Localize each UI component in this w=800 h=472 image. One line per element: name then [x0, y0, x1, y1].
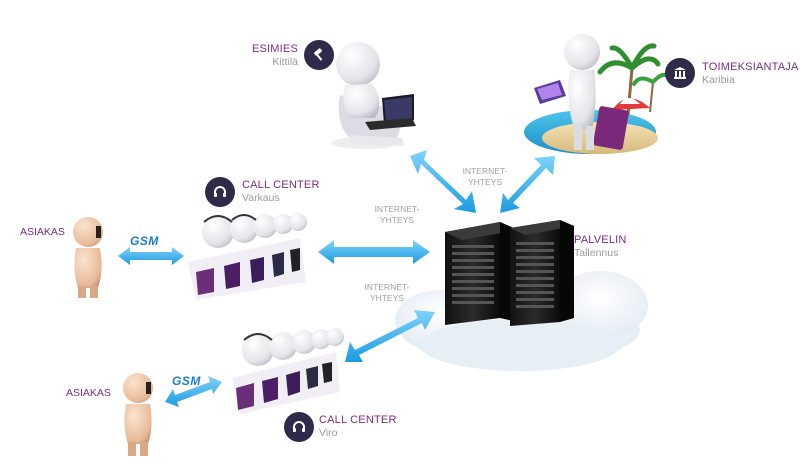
gsm-logo-2: GSM	[172, 374, 201, 388]
internet-label-middle: INTERNET- YHTEYS	[374, 204, 420, 225]
arrow-callcenter2-server	[345, 310, 435, 362]
headset-icon	[284, 412, 314, 442]
toimeksiantaja-figure	[524, 34, 672, 154]
internet-label-top: INTERNET- YHTEYS	[462, 166, 508, 187]
internet-label-bottom: INTERNET- YHTEYS	[364, 282, 410, 303]
esimies-figure	[331, 42, 416, 149]
arrow-esimies-server	[410, 150, 476, 213]
callcenter-2-label: CALL CENTER Viro	[319, 414, 397, 439]
toimeksiantaja-title: TOIMEKSIANTAJA	[702, 61, 799, 73]
callcenter-2-title: CALL CENTER	[319, 414, 397, 426]
callcenter-1-label: CALL CENTER Varkaus	[242, 179, 320, 204]
palvelin-label: PALVELIN Tallennus	[574, 234, 627, 259]
arrow-gsm-1	[118, 247, 184, 265]
asiakas-2-label: ASIAKAS	[66, 387, 111, 399]
esimies-title: ESIMIES	[251, 43, 298, 55]
server-rack-right	[510, 220, 574, 326]
arrow-toimeksiantaja-server	[500, 156, 555, 213]
esimies-label: ESIMIES Kittilä	[250, 43, 298, 68]
asiakas-2-figure	[123, 373, 153, 456]
callcenter-1-figures	[188, 213, 307, 300]
arrow-callcenter1-server	[318, 240, 430, 264]
arrow-gsm-2	[165, 376, 222, 407]
server-rack-left	[445, 222, 518, 325]
esimies-location: Kittilä	[272, 55, 298, 68]
gavel-icon	[304, 40, 334, 70]
asiakas-1-label: ASIAKAS	[20, 226, 65, 238]
callcenter-2-figures	[232, 328, 344, 414]
gsm-logo-1: GSM	[130, 234, 159, 248]
headset-icon	[205, 177, 235, 207]
toimeksiantaja-location: Karibia	[702, 73, 735, 86]
callcenter-1-location: Varkaus	[242, 191, 280, 204]
palvelin-subtitle: Tallennus	[574, 246, 619, 259]
bank-icon	[665, 58, 695, 88]
asiakas-1-figure	[73, 217, 103, 298]
toimeksiantaja-label: TOIMEKSIANTAJA Karibia	[702, 61, 799, 86]
palvelin-title: PALVELIN	[574, 234, 627, 246]
callcenter-2-location: Viro	[319, 426, 338, 439]
callcenter-1-title: CALL CENTER	[242, 179, 320, 191]
